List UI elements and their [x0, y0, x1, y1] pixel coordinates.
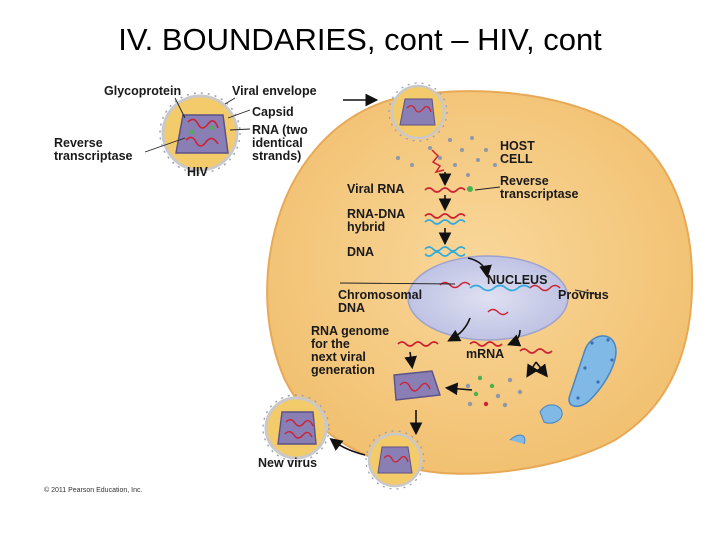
slide-title: IV. BOUNDARIES, cont – HIV, cont	[118, 22, 602, 57]
label-rna-genome-2: for the	[311, 337, 350, 351]
label-host-1: HOST	[500, 139, 535, 153]
label-dna: DNA	[347, 245, 374, 259]
entering-virion	[388, 82, 448, 142]
label-viral-envelope: Viral envelope	[232, 84, 317, 98]
label-rna-genome-1: RNA genome	[311, 324, 389, 338]
label-new-virus: New virus	[258, 456, 317, 470]
membrane-fusion	[509, 434, 526, 445]
copyright-notice: © 2011 Pearson Education, Inc.	[44, 486, 142, 494]
leader-lines	[144, 97, 601, 296]
label-provirus: Provirus	[558, 288, 609, 302]
budding-virion	[365, 430, 425, 490]
chromosomal-dna-2	[529, 284, 561, 292]
label-host-2: CELL	[500, 152, 533, 166]
label-capsid: Capsid	[252, 105, 294, 119]
dna-strand-2	[424, 251, 466, 257]
label-glycoprotein: Glycoprotein	[104, 84, 181, 98]
chromosomal-dna	[439, 281, 471, 289]
assembling-capsid	[393, 370, 441, 401]
label-nucleus: NUCLEUS	[487, 273, 547, 287]
nucleus-rna-transcript	[487, 308, 509, 316]
label-viral-rna: Viral RNA	[347, 182, 404, 196]
uncoated-rna	[431, 149, 445, 174]
dna-strand-1	[424, 246, 466, 252]
label-reverse-transcriptase-left-1: Reverse	[54, 136, 103, 150]
label-reverse-transcriptase-right-2: transcriptase	[500, 187, 579, 201]
label-rna-genome-4: generation	[311, 363, 375, 377]
hybrid-rna-strand	[424, 213, 466, 219]
hybrid-dna-strand	[424, 219, 466, 225]
label-reverse-transcriptase-left-2: transcriptase	[54, 149, 133, 163]
rna-genome-strand	[397, 341, 439, 347]
new-virus-particle	[262, 394, 330, 462]
label-chromosomal-1: Chromosomal	[338, 288, 422, 302]
label-rna-line3: strands)	[252, 149, 301, 163]
label-reverse-transcriptase-right-1: Reverse	[500, 174, 549, 188]
viral-proteins	[465, 375, 523, 408]
provirus-dna	[469, 284, 531, 292]
er-ribosomes	[576, 338, 614, 400]
released-proteins	[396, 136, 497, 177]
mrna-strand-2	[519, 348, 553, 354]
label-rna-line1: RNA (two	[252, 123, 308, 137]
label-chromosomal-2: DNA	[338, 301, 365, 315]
nucleus	[407, 255, 569, 341]
mrna-strand-1	[469, 341, 503, 347]
viral-rna-strand	[424, 187, 466, 193]
label-rna-dna-1: RNA-DNA	[347, 207, 405, 221]
label-rna-genome-3: next viral	[311, 350, 366, 364]
reverse-transcriptase-enzyme	[467, 186, 473, 192]
label-hiv: HIV	[187, 165, 209, 179]
hiv-particle	[159, 92, 241, 174]
label-rna-line2: identical	[252, 136, 303, 150]
label-rna-dna-2: hybrid	[347, 220, 385, 234]
transport-vesicle	[539, 404, 563, 424]
process-arrows	[329, 93, 548, 456]
rough-er	[568, 335, 617, 407]
label-mrna: mRNA	[466, 347, 504, 361]
